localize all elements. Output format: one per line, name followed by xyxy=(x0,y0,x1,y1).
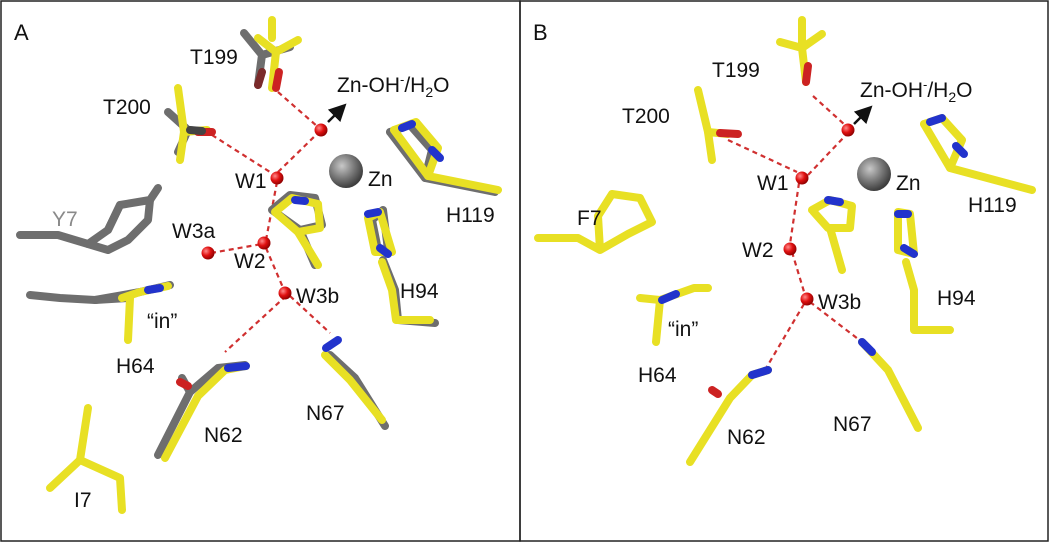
label-w3b-a: W3b xyxy=(296,285,339,308)
zinc-ion-a xyxy=(329,154,363,188)
label-n62-a: N62 xyxy=(204,424,243,447)
label-t200-b: T200 xyxy=(622,105,670,128)
water-w2-b xyxy=(783,242,797,256)
hbond-network-a xyxy=(210,91,331,353)
label-w1-b: W1 xyxy=(757,172,789,195)
water-w3b-b xyxy=(800,292,814,306)
arrow-a xyxy=(327,103,347,123)
panel-b: B xyxy=(519,0,1049,542)
label-zn-oh-a: Zn-OH-/H2O xyxy=(337,72,449,100)
panel-b-letter: B xyxy=(533,20,548,45)
atom-tips-a xyxy=(144,68,444,390)
label-in-a: “in” xyxy=(147,310,177,333)
label-w2-a: W2 xyxy=(234,250,266,273)
atom-tips-b xyxy=(658,62,968,398)
label-y7-a: Y7 xyxy=(52,208,78,231)
water-w2-a xyxy=(257,236,271,250)
water-znoh-b xyxy=(841,123,855,137)
arrow-b xyxy=(853,105,873,125)
water-w1-a xyxy=(270,171,284,185)
water-w3a-a xyxy=(201,246,215,260)
label-zn-a: Zn xyxy=(368,168,393,191)
label-zn-b: Zn xyxy=(896,172,921,195)
label-i7-a: I7 xyxy=(74,489,92,512)
panel-b-frame xyxy=(519,0,1049,542)
label-w3a-a: W3a xyxy=(172,220,216,243)
hbond-network-b xyxy=(727,95,863,371)
panel-a-letter: A xyxy=(14,20,29,45)
label-h64-a: H64 xyxy=(116,355,155,378)
label-n67-a: N67 xyxy=(306,402,345,425)
label-h94-b: H94 xyxy=(937,287,976,310)
label-t200-a: T200 xyxy=(103,96,151,119)
label-in-b: “in” xyxy=(668,318,698,341)
label-t199-b: T199 xyxy=(712,59,760,82)
panel-a: A xyxy=(0,0,521,542)
water-w3b-a xyxy=(278,286,292,300)
label-f7-b: F7 xyxy=(577,207,602,230)
waters-b xyxy=(783,123,855,306)
waters-a xyxy=(201,123,328,300)
label-w2-b: W2 xyxy=(742,239,774,262)
label-w3b-b: W3b xyxy=(818,291,861,314)
label-t199-a: T199 xyxy=(190,46,238,69)
label-h119-b: H119 xyxy=(968,194,1017,217)
label-n67-b: N67 xyxy=(833,413,872,436)
label-w1-a: W1 xyxy=(235,170,267,193)
water-w1-b xyxy=(795,171,809,185)
label-h64-b: H64 xyxy=(638,364,677,387)
label-h94-a: H94 xyxy=(400,280,439,303)
zinc-ion-b xyxy=(857,157,891,191)
label-zn-oh-b: Zn-OH-/H2O xyxy=(860,77,972,105)
label-h119-a: H119 xyxy=(446,204,495,227)
label-n62-b: N62 xyxy=(727,426,766,449)
water-znoh-a xyxy=(314,123,328,137)
